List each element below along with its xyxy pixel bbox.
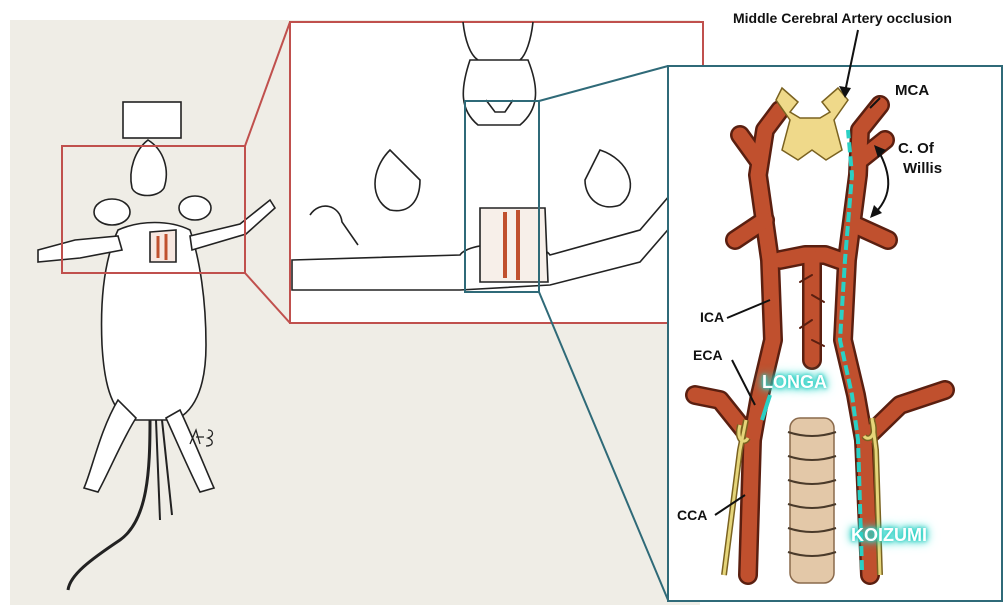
trachea <box>790 418 834 583</box>
label-willis-1: C. Of <box>898 140 934 157</box>
head-restraint <box>123 102 181 138</box>
label-cca: CCA <box>677 507 707 523</box>
label-mca: MCA <box>895 82 929 99</box>
label-willis-2: Willis <box>903 160 942 177</box>
label-koizumi-method: KOIZUMI <box>851 525 927 546</box>
rat-ear-right <box>179 196 211 220</box>
figure-title: Middle Cerebral Artery occlusion <box>733 10 952 26</box>
label-eca: ECA <box>693 347 723 363</box>
neck-incision <box>150 230 176 262</box>
rat-ear-left <box>94 199 130 225</box>
label-ica: ICA <box>700 309 724 325</box>
label-longa-method: LONGA <box>762 372 827 393</box>
